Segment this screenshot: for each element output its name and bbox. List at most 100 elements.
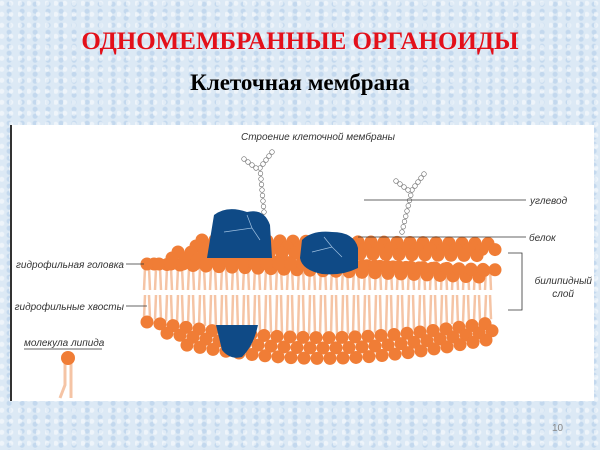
lipid-head bbox=[160, 326, 174, 340]
sugar-unit bbox=[403, 213, 409, 219]
lipid-tail bbox=[263, 294, 273, 333]
lipid-tail bbox=[417, 294, 427, 329]
lipid-head bbox=[258, 349, 272, 363]
lipid-head bbox=[431, 248, 445, 262]
lipid-tail bbox=[175, 294, 185, 323]
sugar-unit bbox=[421, 171, 427, 177]
slide-subtitle: Клеточная мембрана bbox=[190, 70, 410, 95]
lipid-head bbox=[348, 330, 362, 344]
label-protein: белок bbox=[529, 232, 557, 244]
sugar-unit bbox=[401, 218, 408, 225]
lipid-head bbox=[288, 246, 302, 260]
lipid-tail bbox=[208, 294, 218, 328]
lipid-tail bbox=[285, 294, 295, 335]
lipid-head bbox=[152, 257, 166, 271]
label-bilayer-1: билипидный bbox=[535, 275, 593, 287]
lipid-head bbox=[404, 260, 418, 274]
sugar-unit bbox=[393, 178, 399, 184]
sugar-unit bbox=[258, 176, 264, 182]
sugar-unit bbox=[260, 161, 266, 167]
lipid-head bbox=[251, 338, 265, 352]
lipid-tail bbox=[373, 294, 383, 333]
label-hydrophilic-head: гидрофильная головка bbox=[16, 259, 124, 271]
lipid-head bbox=[277, 340, 291, 354]
lipid-head bbox=[173, 328, 187, 342]
sugar-unit bbox=[399, 229, 405, 235]
lipid-tail bbox=[142, 294, 152, 319]
lipid-head bbox=[466, 335, 480, 349]
lipid-tail bbox=[153, 267, 163, 291]
lipid-head bbox=[335, 330, 349, 344]
lipid-tail bbox=[439, 294, 449, 326]
lipid-head bbox=[375, 349, 389, 363]
lipid-head bbox=[374, 328, 388, 342]
lipid-tail bbox=[142, 267, 152, 291]
lipid-tail bbox=[164, 267, 174, 291]
lipid-head bbox=[284, 257, 298, 271]
lipid-tail bbox=[329, 294, 339, 335]
lipid-head bbox=[485, 324, 499, 338]
lipid-head bbox=[356, 259, 370, 273]
lipid-head bbox=[464, 262, 478, 276]
protein-3 bbox=[216, 325, 258, 358]
lipid-tail bbox=[274, 294, 284, 334]
lipid-tail bbox=[230, 294, 240, 330]
lipid-head bbox=[140, 257, 154, 271]
lipid-head bbox=[355, 340, 369, 354]
label-lipid-molecule: молекула липида bbox=[24, 338, 105, 349]
sugar-unit bbox=[253, 165, 259, 171]
sugar-unit bbox=[415, 179, 421, 185]
sugar-unit bbox=[406, 197, 413, 204]
lipid-tail bbox=[450, 294, 460, 325]
label-carbohydrate: углевод bbox=[529, 196, 568, 207]
lipid-head bbox=[200, 257, 214, 271]
lipid-head bbox=[379, 247, 393, 261]
lipid-head bbox=[296, 330, 310, 344]
sugar-unit bbox=[266, 153, 272, 159]
lipid-head bbox=[479, 333, 493, 347]
sugar-unit bbox=[418, 175, 424, 181]
page-number: 10 bbox=[552, 423, 564, 434]
lipid-tail bbox=[461, 294, 471, 323]
lipid-head bbox=[316, 341, 330, 355]
sugar-unit bbox=[259, 187, 265, 193]
lipid-head bbox=[407, 335, 421, 349]
lipid-head bbox=[153, 317, 167, 331]
lipid-head bbox=[323, 351, 337, 365]
lipid-tail bbox=[175, 267, 185, 291]
slide-title: ОДНОМЕМБРАННЫЕ ОРГАНОИДЫ bbox=[81, 28, 519, 55]
lipid-head bbox=[260, 257, 274, 271]
lipid-head bbox=[297, 351, 311, 365]
lipid-head bbox=[416, 261, 430, 275]
lipid-head bbox=[427, 342, 441, 356]
lipid-head bbox=[342, 340, 356, 354]
lipid-tail bbox=[164, 294, 174, 322]
lipid-head bbox=[140, 315, 154, 329]
sugar-unit bbox=[405, 187, 411, 193]
lipid-head bbox=[206, 342, 220, 356]
sugar-unit bbox=[269, 149, 275, 155]
lipid-head bbox=[270, 329, 284, 343]
lipid-head bbox=[440, 340, 454, 354]
lipid-head bbox=[283, 330, 297, 344]
sugar-unit bbox=[261, 209, 267, 215]
lipid-head bbox=[366, 247, 380, 261]
sugar-unit bbox=[258, 181, 265, 188]
lipid-head bbox=[336, 351, 350, 365]
lipid-head bbox=[453, 338, 467, 352]
lipid-head bbox=[349, 350, 363, 364]
lipid-head bbox=[303, 341, 317, 355]
lipid-head bbox=[405, 248, 419, 262]
lipid-head bbox=[488, 263, 502, 277]
membrane-diagram: Строение клеточной мембраны углевод бело… bbox=[10, 125, 594, 401]
lipid-head bbox=[309, 331, 323, 345]
sugar-unit bbox=[400, 224, 406, 230]
sugar-unit bbox=[257, 170, 264, 177]
lipid-head bbox=[361, 329, 375, 343]
sugar-unit bbox=[260, 203, 267, 210]
label-bilayer-2: слой bbox=[552, 289, 574, 300]
lipid-head bbox=[392, 248, 406, 262]
lipid-head bbox=[212, 257, 226, 271]
lipid-molecule-icon bbox=[58, 351, 75, 399]
sugar-unit bbox=[397, 181, 403, 187]
